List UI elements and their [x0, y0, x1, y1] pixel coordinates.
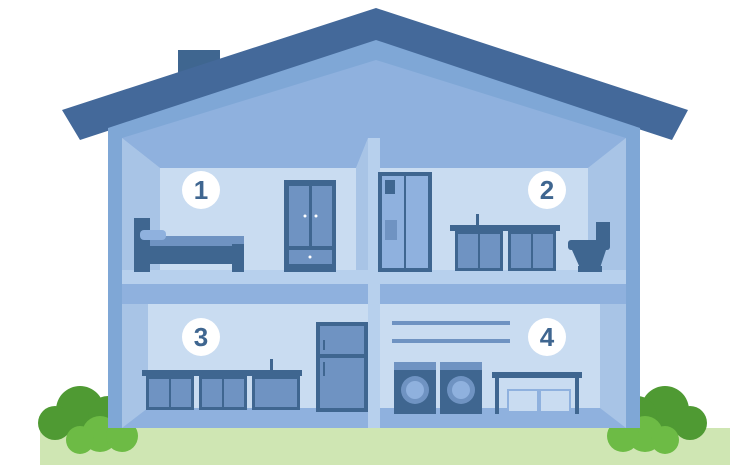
room-number-3: 3 [194, 322, 208, 352]
room-number-4: 4 [540, 322, 555, 352]
refrigerator-icon [316, 322, 368, 412]
room-number-1: 1 [194, 175, 208, 205]
shower-icon [378, 172, 432, 272]
washing-machine-icon [394, 362, 436, 414]
dryer-icon [440, 362, 482, 414]
room-badge-2: 2 [528, 171, 566, 209]
room-badge-3: 3 [182, 318, 220, 356]
room-number-2: 2 [540, 175, 554, 205]
room-badge-4: 4 [528, 318, 566, 356]
room-badge-1: 1 [182, 171, 220, 209]
wardrobe-icon [284, 180, 336, 272]
